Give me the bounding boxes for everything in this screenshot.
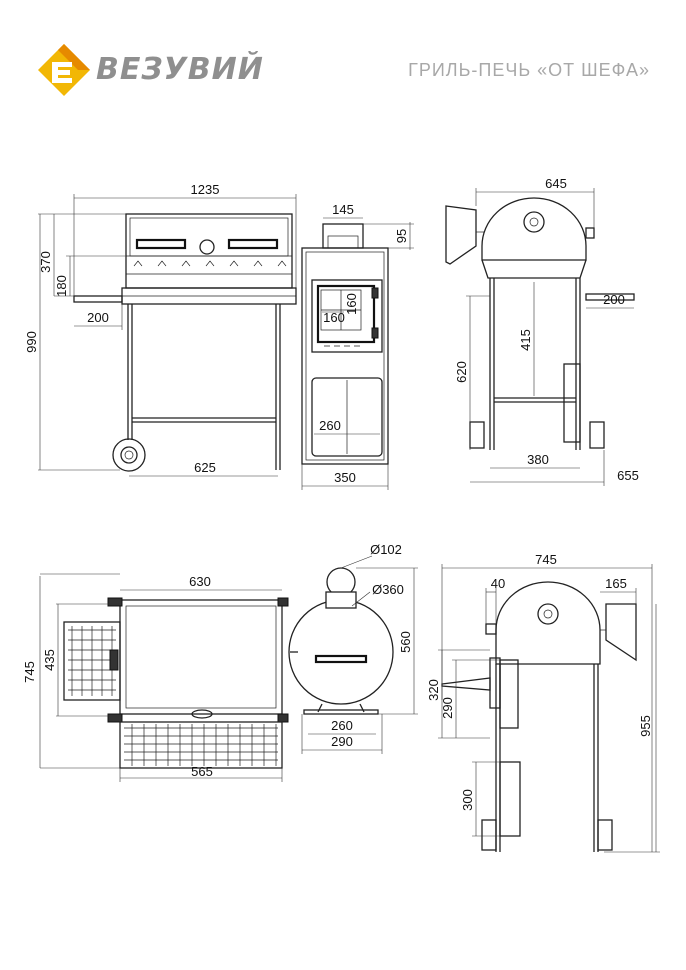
side-left-view: 745 40 165 320 290 300 955: [426, 552, 660, 853]
dim-top-drum-diameter: Ø360: [372, 582, 404, 597]
dim-oven-firebox-height: 160: [344, 293, 359, 315]
dim-oven-firebox-width: 160: [323, 310, 345, 325]
dim-front-height: 990: [24, 331, 39, 353]
dim-left-chimney-offset: 165: [605, 576, 627, 591]
dim-top-grill-width: 630: [189, 574, 211, 589]
dim-left-handle-offset: 40: [491, 576, 505, 591]
dim-front-lid: 370: [38, 251, 53, 273]
top-view: 745 435 630 565 Ø102 Ø360 560 260 290: [22, 542, 418, 782]
side-right-view: 645 200 415 620 380 655: [445, 176, 639, 486]
dim-left-width: 745: [535, 552, 557, 567]
dim-front-grate: 180: [54, 275, 69, 297]
dim-oven-body-width: 350: [334, 470, 356, 485]
dim-side-depth: 655: [617, 468, 639, 483]
vesuvius-logo-icon: [38, 44, 90, 96]
product-title: ГРИЛЬ-ПЕЧЬ «ОТ ШЕФА»: [408, 60, 650, 80]
dim-top-depth-inner: 435: [42, 649, 57, 671]
dim-left-shelf-inner: 290: [440, 697, 455, 719]
dim-left-total-height: 955: [638, 715, 653, 737]
dim-side-leg-height: 620: [454, 361, 469, 383]
dim-top-shelf-width: 565: [191, 764, 213, 779]
dim-oven-chimney-height: 95: [394, 229, 409, 243]
brand-name: ВЕЗУВИЙ: [96, 52, 264, 87]
dim-side-base-width: 380: [527, 452, 549, 467]
oven-front-view: 145 95 160 160 260 350: [301, 202, 414, 490]
dim-front-wheelbase: 625: [194, 460, 216, 475]
dim-top-depth-total: 745: [22, 661, 37, 683]
dim-front-width: 1235: [191, 182, 220, 197]
dim-top-drum-height: 560: [398, 631, 413, 653]
dim-side-shelf: 200: [603, 292, 625, 307]
dim-top-leg-outer: 290: [331, 734, 353, 749]
front-view: 1235 990 370 180 200 625: [24, 182, 297, 477]
dim-side-inner-height: 415: [518, 329, 533, 351]
dim-side-width: 645: [545, 176, 567, 191]
dim-top-leg-inner: 260: [331, 718, 353, 733]
dim-left-lower-box: 300: [460, 789, 475, 811]
dim-top-chimney-diameter: Ø102: [370, 542, 402, 557]
dim-front-shelf: 200: [87, 310, 109, 325]
dim-oven-chimney-width: 145: [332, 202, 354, 217]
dim-left-shelf-height: 320: [426, 679, 441, 701]
dim-oven-ash-width: 260: [319, 418, 341, 433]
